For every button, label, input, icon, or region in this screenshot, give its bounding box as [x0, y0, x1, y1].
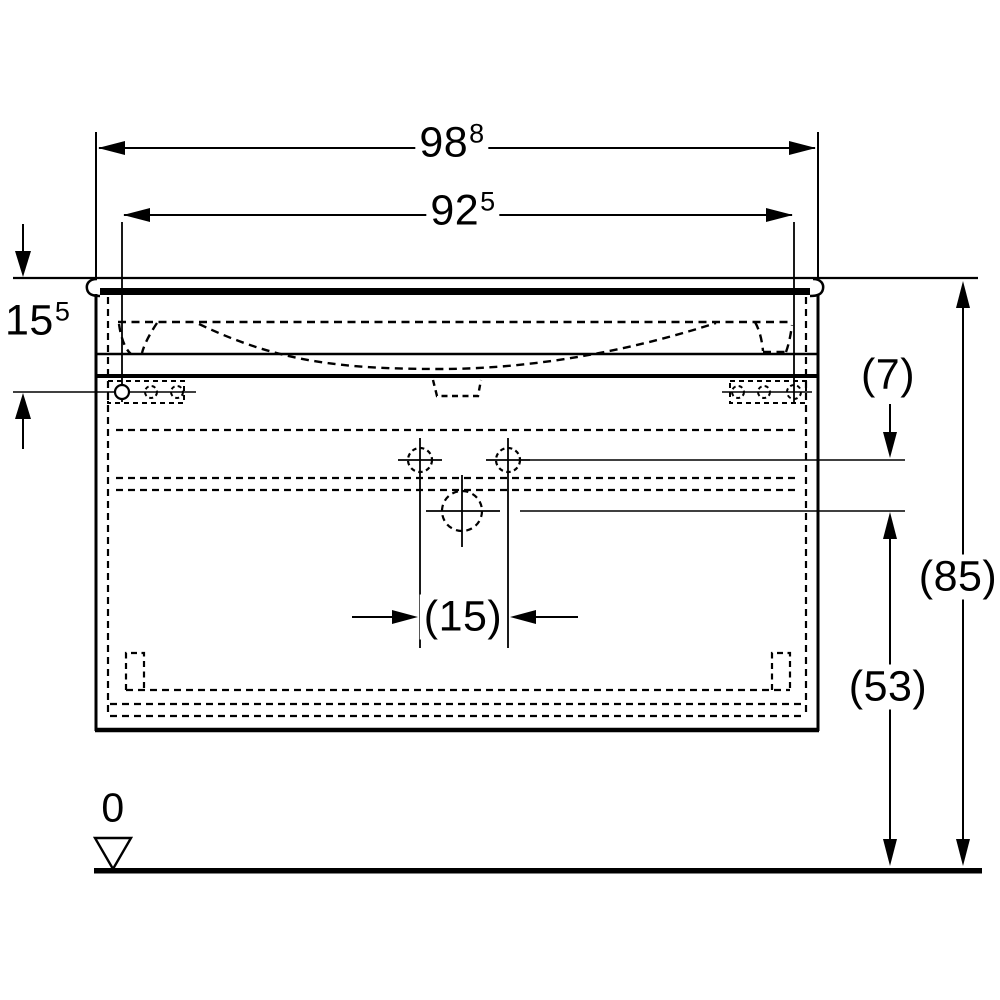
- dim-rim-height-label: (85): [914, 554, 1000, 600]
- dim-drain-height-label: (53): [844, 664, 932, 710]
- arrow-left-icon: [123, 208, 150, 222]
- arrow-left-icon: [98, 141, 125, 155]
- dim-tap-spacing-label: (15): [419, 594, 507, 640]
- basin-left-lip: [85, 277, 101, 298]
- washbasin-bowl-hidden-lines: [117, 320, 794, 398]
- arrow-up-icon: [883, 512, 897, 539]
- washbasin-top: [13, 276, 978, 298]
- cabinet-hidden-lines: [106, 297, 808, 718]
- plinth-notch-right: [770, 651, 792, 690]
- arrow-up-icon: [956, 281, 970, 308]
- arrow-right-icon: [766, 208, 793, 222]
- dim-basin-height-lines: [15, 224, 31, 449]
- dim-fixing-width-label: 925: [426, 186, 500, 235]
- dim-basin-height-label: 155: [1, 296, 75, 345]
- dim-fixing-width-sup: 5: [480, 186, 496, 217]
- dim-fixing-width-lines: [121, 208, 795, 402]
- arrow-down-icon: [883, 839, 897, 866]
- fixing-hole: [786, 384, 802, 400]
- cabinet-outline: [94, 294, 820, 733]
- basin-right-lip: [809, 277, 825, 298]
- dim-offset-lines: [883, 404, 897, 458]
- arrow-left-icon: [510, 610, 536, 624]
- plinth-notch-left: [124, 651, 146, 690]
- mounting-brackets: [13, 380, 812, 404]
- arrow-up-icon: [15, 393, 31, 419]
- dim-total-width-sup: 8: [469, 118, 485, 149]
- fixing-hole: [113, 383, 131, 401]
- datum-zero-label: 0: [97, 786, 129, 830]
- tap-hole-markers: [398, 446, 905, 474]
- dim-basin-height-sup: 5: [54, 296, 71, 327]
- drain-outlet-hidden: [431, 379, 483, 398]
- arrow-right-icon: [789, 141, 816, 155]
- drain-marker: [426, 475, 905, 547]
- dim-fixing-width-value: 92: [430, 186, 480, 235]
- dim-offset-label: (7): [856, 352, 920, 398]
- arrow-right-icon: [392, 610, 418, 624]
- arrow-down-icon: [15, 251, 31, 277]
- datum-triangle-icon: [92, 836, 134, 872]
- dim-total-width-value: 98: [419, 118, 469, 167]
- arrow-down-icon: [883, 432, 897, 458]
- floor-line: [94, 868, 982, 874]
- dim-basin-height-value: 15: [5, 296, 54, 345]
- floor: [92, 836, 982, 874]
- arrow-down-icon: [956, 839, 970, 866]
- dim-total-width-label: 988: [415, 118, 489, 167]
